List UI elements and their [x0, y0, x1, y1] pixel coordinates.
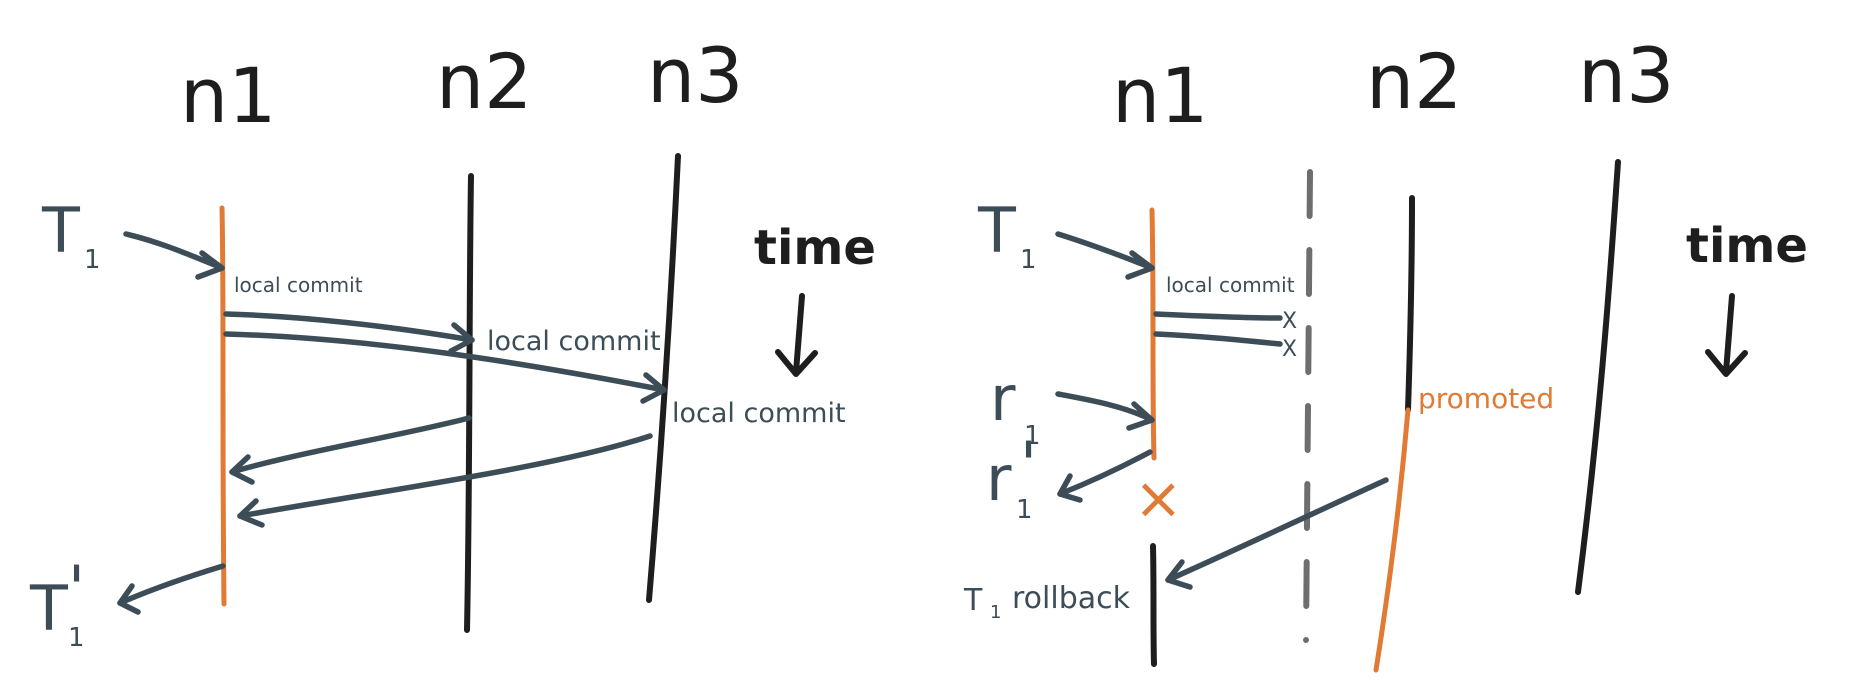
right-transaction-rollback-label: T 1 rollback — [963, 581, 1131, 623]
svg-text:1: 1 — [84, 245, 101, 275]
svg-text:1: 1 — [1016, 495, 1033, 525]
right-n1-timeline — [1149, 207, 1157, 461]
right-failed-mark-2: X — [1282, 337, 1297, 362]
right-node-n2-label: n2 — [1366, 37, 1463, 126]
svg-text:': ' — [1020, 428, 1037, 501]
left-n3-timeline — [646, 153, 681, 603]
svg-text:1: 1 — [68, 623, 85, 653]
left-t1-request-arrow — [123, 231, 225, 271]
right-read-reply-label: r ' 1 — [986, 428, 1037, 525]
left-replicate-n3-arrowhead — [640, 372, 667, 404]
left-n1-timeline — [219, 205, 227, 607]
svg-text:T: T — [963, 583, 983, 618]
left-diagram: n1 n2 n3 T 1 local commit local commit l… — [29, 31, 876, 653]
left-time-arrowhead — [775, 349, 818, 377]
left-replicate-n2-arrowhead — [448, 322, 475, 354]
right-time-label: time — [1686, 218, 1808, 274]
left-ack-n3-arrowhead — [237, 498, 265, 528]
left-node-n1-label: n1 — [180, 51, 277, 140]
left-n1-local-commit: local commit — [234, 273, 363, 297]
left-t1-reply-arrow — [117, 563, 226, 606]
right-r1-reply-arrow — [1057, 449, 1153, 497]
right-n2-timeline — [1405, 195, 1415, 413]
svg-text:1: 1 — [1024, 421, 1041, 451]
right-failed-replicate-n3 — [1153, 331, 1283, 347]
right-r1-reply-arrowhead — [1057, 473, 1083, 503]
right-n2-promoted-label: promoted — [1418, 382, 1554, 415]
svg-text:1: 1 — [990, 602, 1001, 623]
left-ack-n2-arrowhead — [229, 454, 255, 485]
svg-text:T: T — [977, 194, 1017, 267]
svg-text:r: r — [990, 362, 1016, 435]
right-read-label: r 1 — [990, 362, 1041, 451]
right-rollback-arrow — [1165, 477, 1389, 583]
right-n1-crash-mark: × — [1134, 464, 1183, 532]
left-t1-request-arrowhead — [195, 250, 225, 280]
right-n1-local-commit: local commit — [1166, 273, 1295, 297]
left-replicate-n2-arrow — [223, 311, 475, 343]
svg-text:T: T — [41, 194, 81, 267]
right-r1-request-arrowhead — [1126, 401, 1155, 431]
right-rollback-arrowhead — [1165, 559, 1193, 590]
right-n2-promoted-timeline — [1373, 407, 1411, 673]
right-failed-mark-1: X — [1282, 309, 1297, 334]
left-node-n2-label: n2 — [436, 37, 533, 126]
right-t1-request-arrow — [1055, 231, 1155, 271]
right-node-n1-label: n1 — [1112, 51, 1209, 140]
svg-text:rollback: rollback — [1012, 581, 1131, 616]
left-node-n3-label: n3 — [647, 31, 744, 120]
left-n3-local-commit: local commit — [672, 398, 846, 429]
left-t1-reply-arrowhead — [117, 583, 141, 615]
right-n3-timeline — [1575, 159, 1621, 595]
svg-text:T: T — [29, 572, 69, 645]
left-replicate-n3-arrow — [223, 331, 667, 393]
svg-text:': ' — [68, 552, 85, 625]
left-ack-n2-arrow — [229, 415, 472, 475]
left-transaction-label: T 1 — [41, 194, 101, 275]
right-transaction-label: T 1 — [977, 194, 1037, 275]
network-partition-line — [1303, 169, 1313, 643]
right-n1-restarted-timeline — [1150, 543, 1157, 667]
left-time-label: time — [754, 220, 876, 276]
left-transaction-reply-label: T ' 1 — [29, 552, 85, 653]
svg-text:r: r — [986, 442, 1012, 515]
right-t1-request-arrowhead — [1125, 250, 1155, 280]
right-node-n3-label: n3 — [1578, 31, 1675, 120]
right-diagram: n1 n2 n3 T 1 local commit X X r 1 — [963, 31, 1808, 673]
left-ack-n3-arrow — [237, 433, 653, 519]
right-time-arrowhead — [1705, 349, 1748, 377]
right-time-arrow — [1723, 293, 1735, 375]
right-failed-replicate-n2 — [1153, 311, 1283, 321]
svg-text:1: 1 — [1020, 245, 1037, 275]
left-n2-timeline — [464, 173, 474, 633]
left-n2-local-commit: local commit — [487, 326, 661, 357]
left-time-arrow — [793, 293, 805, 375]
